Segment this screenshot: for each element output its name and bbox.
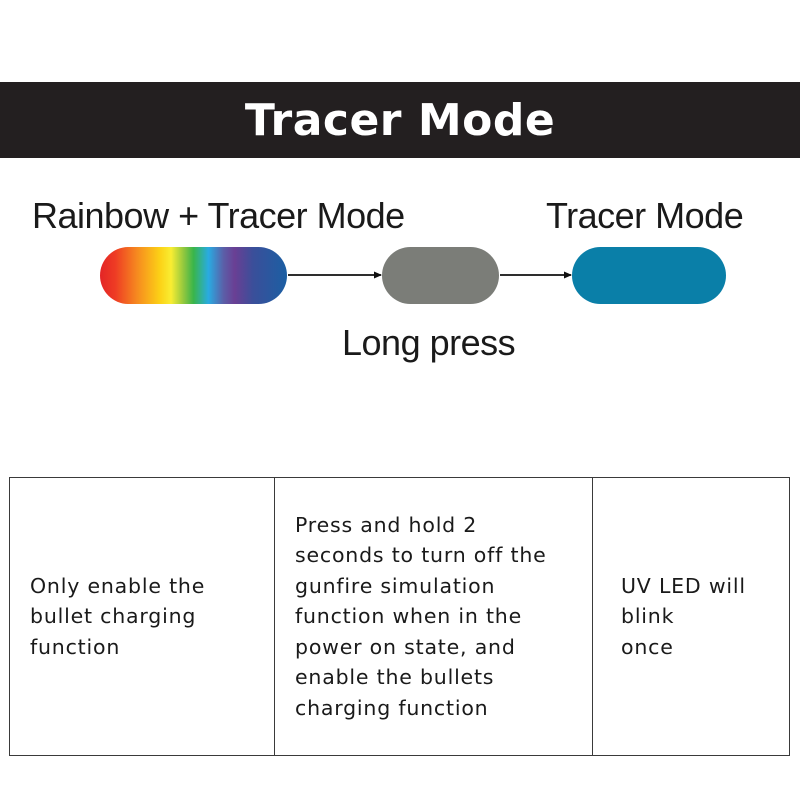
table-row: Only enable the bullet charging function… (9, 477, 790, 756)
operation-text: Press and hold 2 seconds to turn off the… (295, 512, 547, 720)
effect-cell: Only enable the bullet charging function (9, 477, 275, 756)
transition-state-indicator (382, 247, 499, 304)
page-title: Tracer Mode (244, 94, 556, 146)
title-banner: Tracer Mode (0, 82, 800, 158)
tracer-mode-indicator (572, 247, 726, 304)
rainbow-tracer-mode-label: Rainbow + Tracer Mode (32, 195, 405, 236)
effect-text: Only enable the bullet charging function (30, 573, 206, 659)
indicator-text: UV LED will blink once (621, 573, 746, 659)
tracer-mode-label: Tracer Mode (546, 195, 744, 236)
indicator-cell: UV LED will blink once (592, 477, 790, 756)
function-table: Only enable the bullet charging function… (9, 477, 790, 756)
long-press-label: Long press (342, 322, 516, 363)
operation-cell: Press and hold 2 seconds to turn off the… (274, 477, 593, 756)
rainbow-mode-indicator (100, 247, 287, 304)
